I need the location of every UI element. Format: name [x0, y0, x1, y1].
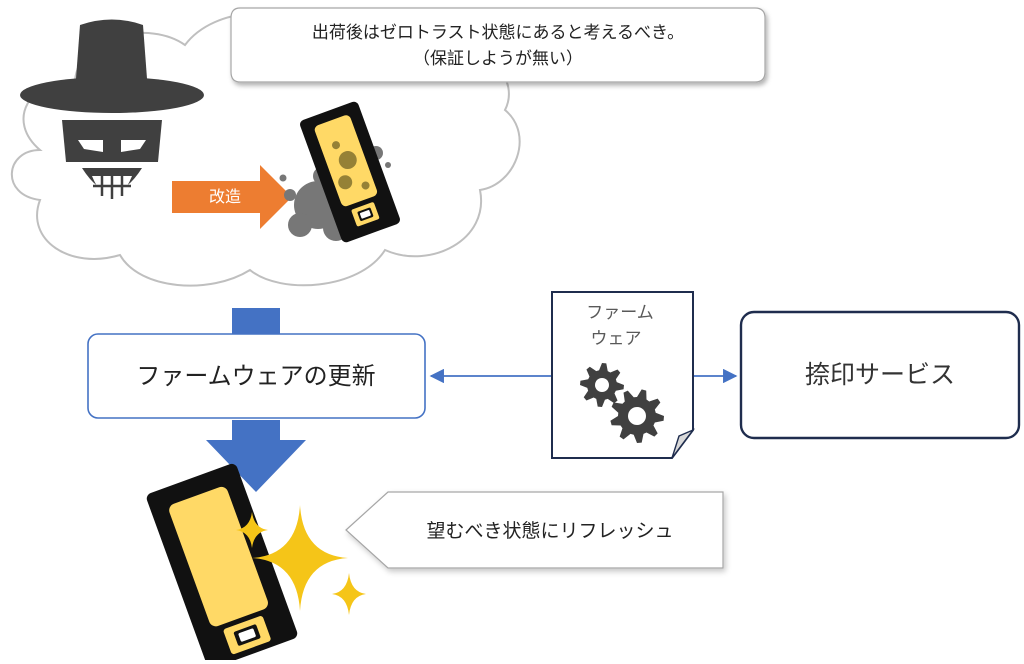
gear-icon [580, 363, 624, 407]
tamper-arrow: 改造 [172, 165, 292, 229]
refresh-callout: 望むべき状態にリフレッシュ [345, 491, 724, 569]
refreshed-device-icon [146, 463, 298, 664]
tamper-arrow-label: 改造 [209, 187, 241, 206]
callout-zero-trust-line2: （保証しようが無い） [413, 49, 583, 69]
firmware-document: ファーム ウェア [551, 291, 696, 459]
sealing-service-label: 捺印サービス [805, 360, 955, 389]
hacker-icon [20, 19, 204, 199]
gear-hole [595, 378, 609, 392]
refresh-callout-label: 望むべき状態にリフレッシュ [426, 520, 673, 542]
firmware-update-label: ファームウェアの更新 [136, 362, 375, 390]
sparkle-icon [236, 505, 366, 615]
flow-arrow-down-top [232, 308, 280, 334]
firmware-update-box: ファームウェアの更新 [87, 333, 426, 419]
callout-zero-trust: 出荷後はゼロトラスト状態にあると考えるべき。 （保証しようが無い） [230, 7, 766, 83]
firmware-doc-line2: ウェア [591, 329, 642, 349]
callout-zero-trust-line1: 出荷後はゼロトラスト状態にあると考えるべき。 [312, 23, 684, 43]
gear-hole [628, 407, 646, 425]
flow-arrow-down-bottom [206, 420, 306, 492]
sealing-service-box: 捺印サービス [739, 310, 1021, 440]
firmware-doc-line1: ファーム [586, 303, 654, 323]
gear-icon [610, 389, 664, 443]
tampered-device-icon [300, 101, 400, 243]
